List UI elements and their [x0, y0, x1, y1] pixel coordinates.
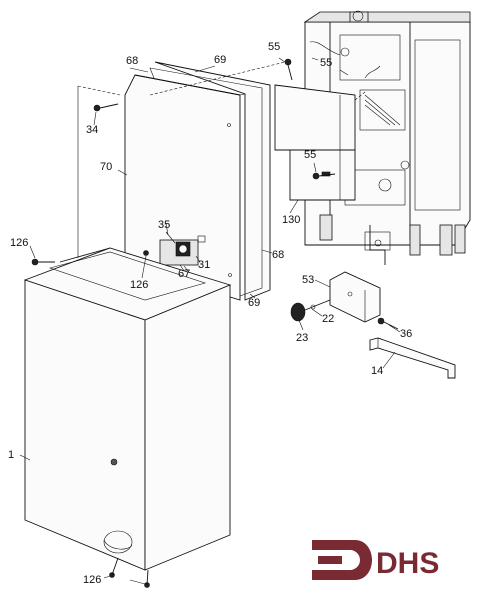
label-part-36: 36: [400, 328, 412, 340]
label-part-23: 23: [296, 332, 308, 344]
label-part-34: 34: [86, 124, 98, 136]
label-part-53: 53: [302, 274, 314, 286]
label-part-70: 70: [100, 161, 112, 173]
label-part-55-mid: 55: [320, 57, 332, 69]
bracket-assembly: [290, 271, 399, 330]
label-part-126-left: 126: [10, 237, 28, 249]
label-part-22: 22: [322, 313, 334, 325]
label-part-55-top: 55: [268, 41, 280, 53]
part-labels: 1 70 68 69 34 55 55 55 130 68 69 126 126…: [8, 41, 412, 586]
label-part-69-bottom: 69: [248, 297, 260, 309]
logo-text: DHS: [376, 547, 439, 580]
label-part-130: 130: [282, 214, 300, 226]
leader-lines: [19, 57, 401, 585]
switch-assembly: [143, 231, 206, 273]
label-part-14: 14: [371, 365, 383, 377]
logo-arrow-mark: [312, 540, 372, 580]
dhs-logo: DHS: [312, 540, 439, 580]
label-part-68-side: 68: [272, 249, 284, 261]
label-part-126-switch: 126: [130, 279, 148, 291]
screws: [31, 58, 336, 588]
label-part-1: 1: [8, 449, 14, 461]
label-part-68-top: 68: [126, 55, 138, 67]
label-part-31: 31: [198, 259, 210, 271]
control-panel-130: [274, 84, 366, 201]
label-part-55-panel: 55: [304, 149, 316, 161]
label-part-35: 35: [158, 219, 170, 231]
label-part-126-bottom: 126: [83, 574, 101, 586]
wall-bracket-14: [369, 337, 456, 379]
side-panels: [77, 61, 286, 301]
front-casing-1: [23, 247, 232, 571]
label-part-69-top: 69: [214, 54, 226, 66]
label-part-67: 67: [178, 268, 190, 280]
